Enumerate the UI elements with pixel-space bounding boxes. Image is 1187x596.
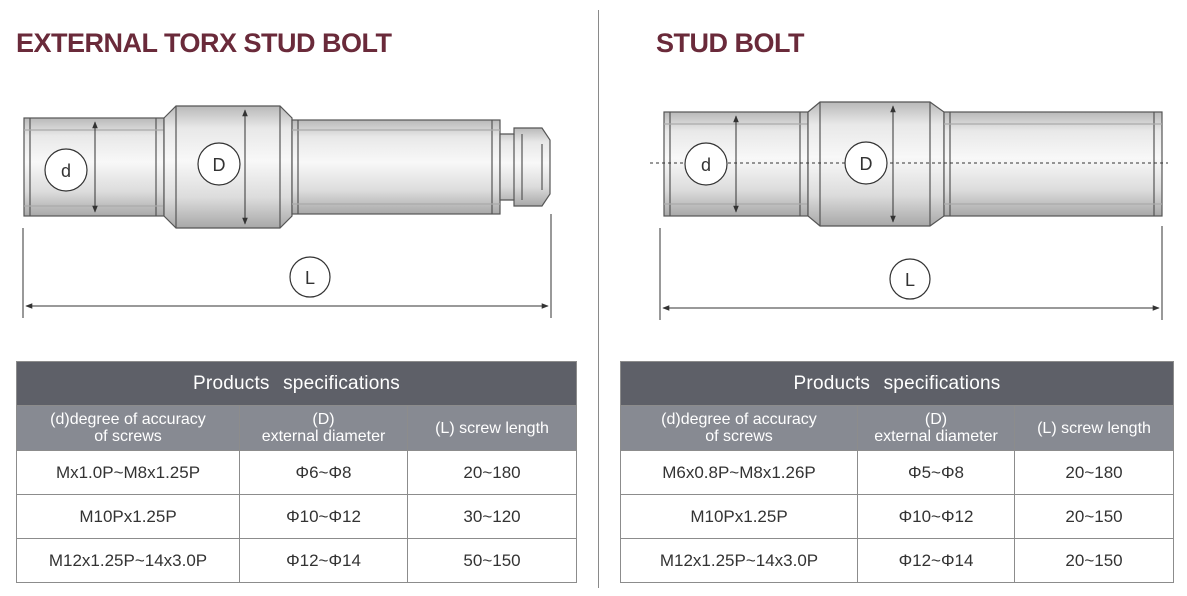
cell-length: 20~180 xyxy=(1013,450,1175,495)
table-row: Mx1.0P~M8x1.25P Φ6~Φ8 20~180 xyxy=(16,450,578,495)
cell-accuracy: Mx1.0P~M8x1.25P xyxy=(16,450,240,495)
right-spec-table: Products specifications (d)degree of acc… xyxy=(619,361,1175,583)
header-external-diameter: (D)external diameter xyxy=(857,405,1015,451)
cell-accuracy: M12x1.25P~14x3.0P xyxy=(16,538,240,583)
cell-diameter: Φ12~Φ14 xyxy=(239,538,408,583)
header-screw-length: (L) screw length xyxy=(406,405,578,451)
cell-length: 20~150 xyxy=(1013,538,1175,583)
table-row: M10Px1.25P Φ10~Φ12 20~150 xyxy=(620,494,1175,539)
svg-text:d: d xyxy=(701,155,711,175)
svg-text:D: D xyxy=(213,155,226,175)
bolt-drawings: d D L d D L xyxy=(22,101,1168,320)
header-external-diameter: (D)external diameter xyxy=(239,405,408,451)
header-screw-length: (L) screw length xyxy=(1013,405,1175,451)
left-spec-table: Products specifications (d)degree of acc… xyxy=(15,361,578,583)
table-row: M12x1.25P~14x3.0P Φ12~Φ14 20~150 xyxy=(620,538,1175,583)
right-label-L: L xyxy=(889,258,931,300)
table-caption: Products specifications xyxy=(15,361,578,406)
cell-length: 20~150 xyxy=(1013,494,1175,539)
cell-accuracy: M12x1.25P~14x3.0P xyxy=(620,538,858,583)
svg-text:d: d xyxy=(61,161,71,181)
torx-head xyxy=(499,127,551,207)
table-caption: Products specifications xyxy=(619,361,1175,406)
left-large-thread xyxy=(291,119,501,215)
right-label-D: D xyxy=(844,141,888,185)
left-label-D: D xyxy=(197,142,241,186)
svg-text:L: L xyxy=(905,270,915,290)
cell-length: 30~120 xyxy=(406,494,578,539)
section-divider xyxy=(598,10,599,588)
cell-diameter: Φ10~Φ12 xyxy=(857,494,1015,539)
table-row: M12x1.25P~14x3.0P Φ12~Φ14 50~150 xyxy=(16,538,578,583)
left-label-L: L xyxy=(289,256,331,298)
right-title: STUD BOLT xyxy=(656,28,804,58)
stud-bolt-drawing xyxy=(663,101,1163,227)
svg-text:L: L xyxy=(305,268,315,288)
cell-accuracy: M6x0.8P~M8x1.26P xyxy=(620,450,858,495)
svg-text:D: D xyxy=(860,154,873,174)
cell-diameter: Φ10~Φ12 xyxy=(239,494,408,539)
cell-length: 20~180 xyxy=(406,450,578,495)
left-title: EXTERNAL TORX STUD BOLT xyxy=(16,28,392,58)
right-label-d: d xyxy=(684,142,728,186)
left-label-d: d xyxy=(44,148,88,192)
torx-stud-bolt-drawing xyxy=(23,105,551,229)
cell-diameter: Φ6~Φ8 xyxy=(239,450,408,495)
cell-length: 50~150 xyxy=(406,538,578,583)
right-large-thread xyxy=(943,111,1163,217)
table-row: M10Px1.25P Φ10~Φ12 30~120 xyxy=(16,494,578,539)
cell-diameter: Φ5~Φ8 xyxy=(857,450,1015,495)
cell-accuracy: M10Px1.25P xyxy=(620,494,858,539)
table-row: M6x0.8P~M8x1.26P Φ5~Φ8 20~180 xyxy=(620,450,1175,495)
cell-diameter: Φ12~Φ14 xyxy=(857,538,1015,583)
cell-accuracy: M10Px1.25P xyxy=(16,494,240,539)
